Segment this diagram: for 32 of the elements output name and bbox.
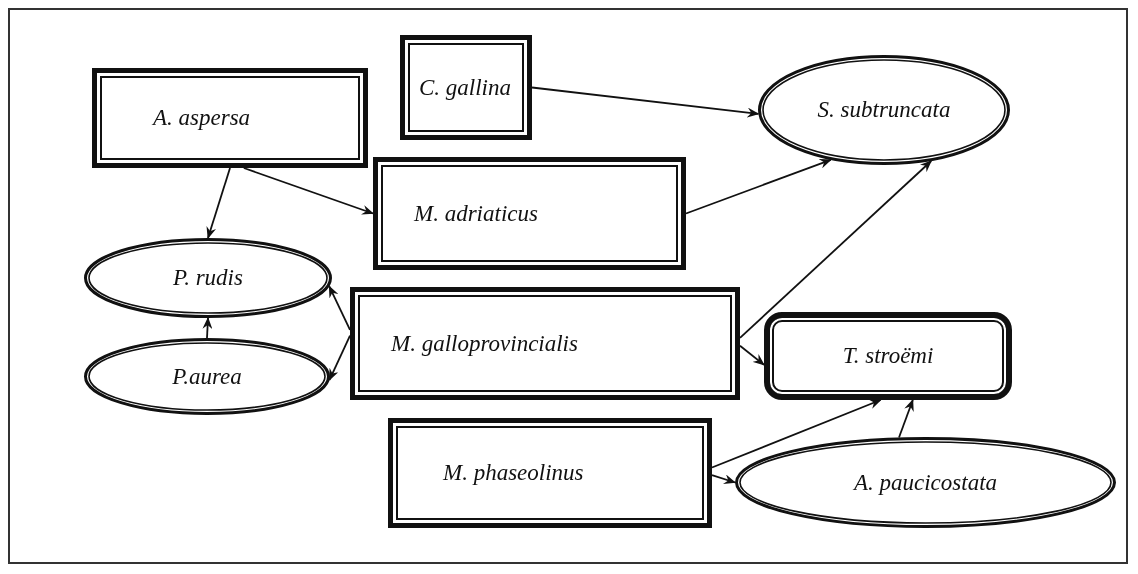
arrow — [206, 167, 231, 239]
species-ellipse — [735, 437, 1116, 528]
species-name: A. aspersa — [153, 105, 251, 131]
species-rounded-box — [764, 312, 1012, 400]
species-name: A. paucicostata — [853, 469, 998, 496]
arrow — [531, 86, 760, 118]
species-name: C. gallina — [419, 74, 511, 101]
arrow — [328, 285, 351, 331]
arrow — [202, 317, 213, 339]
species-name: T. stroëmi — [842, 343, 934, 369]
arrow — [242, 167, 374, 215]
species-name: M. phaseolinus — [443, 460, 584, 486]
arrow — [711, 399, 882, 469]
arrow — [685, 158, 832, 215]
species-name: M. adriaticus — [414, 200, 538, 227]
species-ellipse — [84, 238, 332, 318]
arrow — [739, 344, 765, 366]
species-box — [92, 68, 368, 168]
species-ellipse — [758, 55, 1010, 165]
species-box — [388, 418, 712, 528]
species-name: S. subtruncata — [817, 97, 951, 123]
arrow — [711, 474, 736, 484]
arrow — [328, 334, 351, 381]
species-name: P. rudis — [173, 265, 243, 291]
species-box — [373, 157, 686, 270]
species-ellipse — [84, 338, 330, 415]
species-box — [400, 35, 532, 140]
arrow — [898, 399, 914, 439]
species-name: M. galloprovincialis — [391, 330, 578, 357]
species-box — [350, 287, 740, 400]
species-name: P.aurea — [172, 363, 242, 390]
arrow — [739, 160, 933, 339]
